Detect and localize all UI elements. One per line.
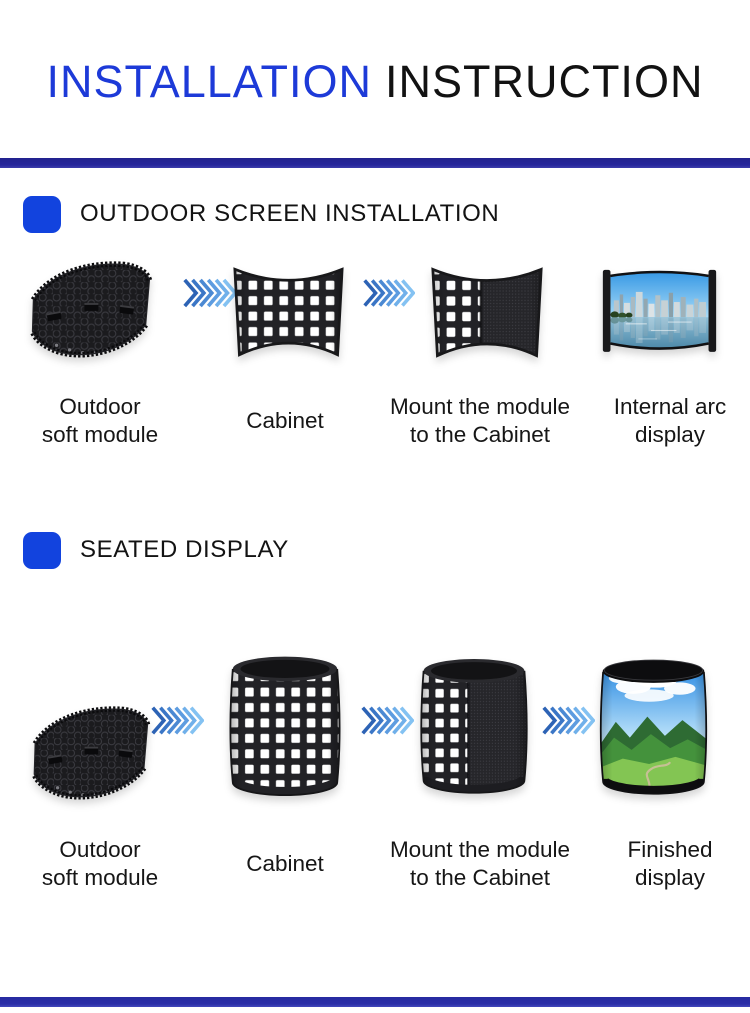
chevron-right-arrows-icon xyxy=(151,706,204,735)
step-label-line: to the Cabinet xyxy=(409,422,551,447)
step-label: Mount the module to the Cabinet xyxy=(370,831,590,897)
step-labels-row: Outdoor soft module Cabinet Mount the mo… xyxy=(0,831,750,897)
step-label-line: soft module xyxy=(41,865,159,890)
step-label-line: Finished xyxy=(627,836,713,862)
section-header-seated-display: SEATED DISPLAY xyxy=(23,531,750,569)
step-label: Outdoor soft module xyxy=(0,831,200,897)
section-header-outdoor-screen-installation: OUTDOOR SCREEN INSTALLATION xyxy=(23,195,750,233)
steps-row-seated-display xyxy=(0,643,750,809)
step-label-line: display xyxy=(634,865,706,890)
step-label: Cabinet xyxy=(200,831,370,897)
top-divider-bar xyxy=(0,158,750,168)
chevron-right-arrows-icon xyxy=(363,278,415,308)
chevron-right-arrows-icon xyxy=(542,706,595,735)
page-title-blue-part: INSTALLATION xyxy=(46,56,372,107)
step-label: Finished display xyxy=(590,831,750,897)
section-bullet-icon xyxy=(23,195,61,233)
step-image-finished-cylinder-display xyxy=(594,657,713,799)
step-labels-row: Outdoor soft module Cabinet Mount the mo… xyxy=(0,390,750,452)
step-label-line: Mount the module xyxy=(389,393,571,419)
step-image-cylinder-cabinet xyxy=(226,651,344,803)
step-image-cylinder-cabinet-with-modules xyxy=(417,654,531,800)
step-label-line: display xyxy=(634,422,706,447)
steps-row-outdoor-screen xyxy=(0,256,750,388)
step-image-curved-cabinet xyxy=(227,262,350,362)
step-label: Internal arc display xyxy=(590,390,750,452)
step-image-outdoor-soft-module xyxy=(27,703,153,804)
step-label-line: Cabinet xyxy=(246,850,324,876)
step-image-internal-arc-display xyxy=(596,264,723,357)
step-image-curved-cabinet-with-modules xyxy=(427,262,547,363)
step-label: Cabinet xyxy=(200,390,370,452)
step-label-line: Cabinet xyxy=(246,407,324,433)
step-label-line: soft module xyxy=(41,422,159,447)
page-title-dark-part: INSTRUCTION xyxy=(384,56,704,107)
step-label-line: Internal arc xyxy=(613,393,727,419)
section-bullet-icon xyxy=(23,531,61,569)
section-heading: SEATED DISPLAY xyxy=(80,536,289,563)
step-label-line: Outdoor xyxy=(59,836,141,862)
bottom-divider-bar xyxy=(0,997,750,1007)
step-label-line: Outdoor xyxy=(59,393,141,419)
step-label-line: to the Cabinet xyxy=(409,865,551,890)
step-label-line: Mount the module xyxy=(389,836,571,862)
step-label: Outdoor soft module xyxy=(0,390,200,452)
step-label: Mount the module to the Cabinet xyxy=(370,390,590,452)
section-heading: OUTDOOR SCREEN INSTALLATION xyxy=(80,200,500,227)
chevron-right-arrows-icon xyxy=(361,706,414,735)
step-image-outdoor-soft-module xyxy=(25,258,155,362)
